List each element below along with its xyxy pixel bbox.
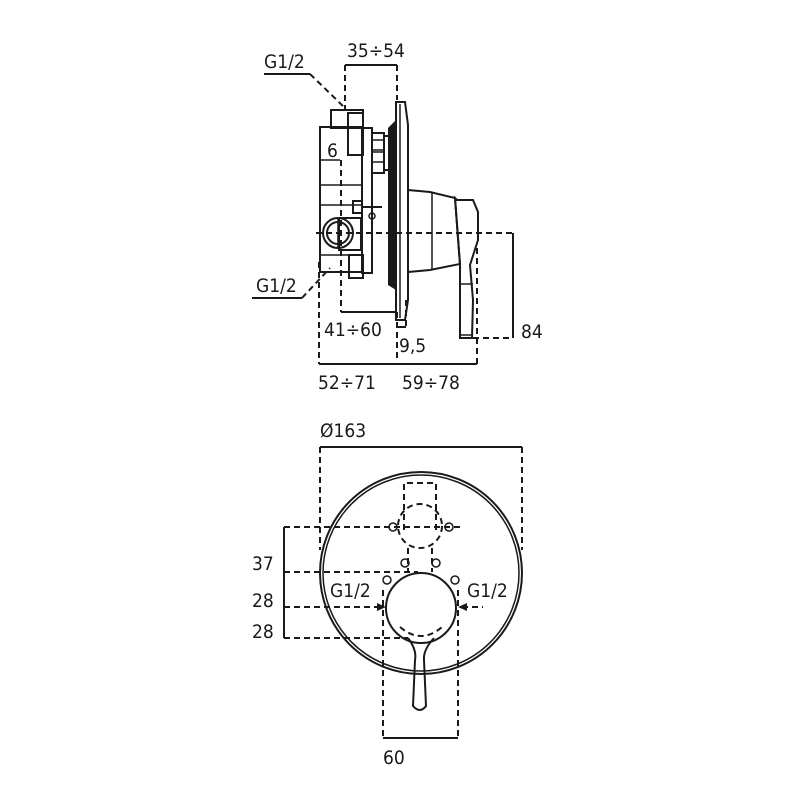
dim-diameter-163: Ø163 <box>319 420 523 550</box>
label-inlet-left: G1/2 <box>330 580 371 602</box>
dim-41-60: 41÷60 <box>324 311 398 360</box>
dim-60: 60 <box>382 590 459 769</box>
side-view: 35÷54 G1/2 6 G1/2 41÷60 9,5 <box>252 40 543 394</box>
label-28-top: 28 <box>252 590 274 612</box>
label-35-54: 35÷54 <box>347 40 405 62</box>
label-52-71: 52÷71 <box>318 372 376 394</box>
label-inlet-right: G1/2 <box>467 580 508 602</box>
lever-side <box>407 188 479 339</box>
label-g12-bottom: G1/2 <box>256 275 297 297</box>
label-41-60: 41÷60 <box>324 319 382 341</box>
dim-84: 84 <box>473 233 543 343</box>
inlet-arrows: G1/2 G1/2 <box>330 580 508 611</box>
label-28-bottom: 28 <box>252 621 274 643</box>
leader-g12-bottom: G1/2 <box>252 267 331 299</box>
label-37: 37 <box>252 553 274 575</box>
label-g12-top: G1/2 <box>264 51 305 73</box>
label-diameter: Ø163 <box>320 420 366 442</box>
label-59-78: 59÷78 <box>402 372 460 394</box>
hidden-cartridge-top <box>382 482 460 585</box>
label-84: 84 <box>521 321 543 343</box>
front-view: Ø163 37 <box>252 420 523 769</box>
label-60: 60 <box>383 747 405 769</box>
valve-body <box>319 109 391 279</box>
dim-52-71-59-78: 52÷71 59÷78 <box>318 248 478 394</box>
vertical-dims: 37 28 28 <box>252 526 462 643</box>
escutcheon-plate-side <box>388 101 409 321</box>
leader-g12-top: G1/2 <box>264 51 346 109</box>
dim-35-54: 35÷54 <box>344 40 405 110</box>
lever-front <box>385 572 457 711</box>
dim-9-5: 9,5 <box>397 300 426 357</box>
label-9-5: 9,5 <box>399 335 426 357</box>
label-6: 6 <box>327 140 338 162</box>
